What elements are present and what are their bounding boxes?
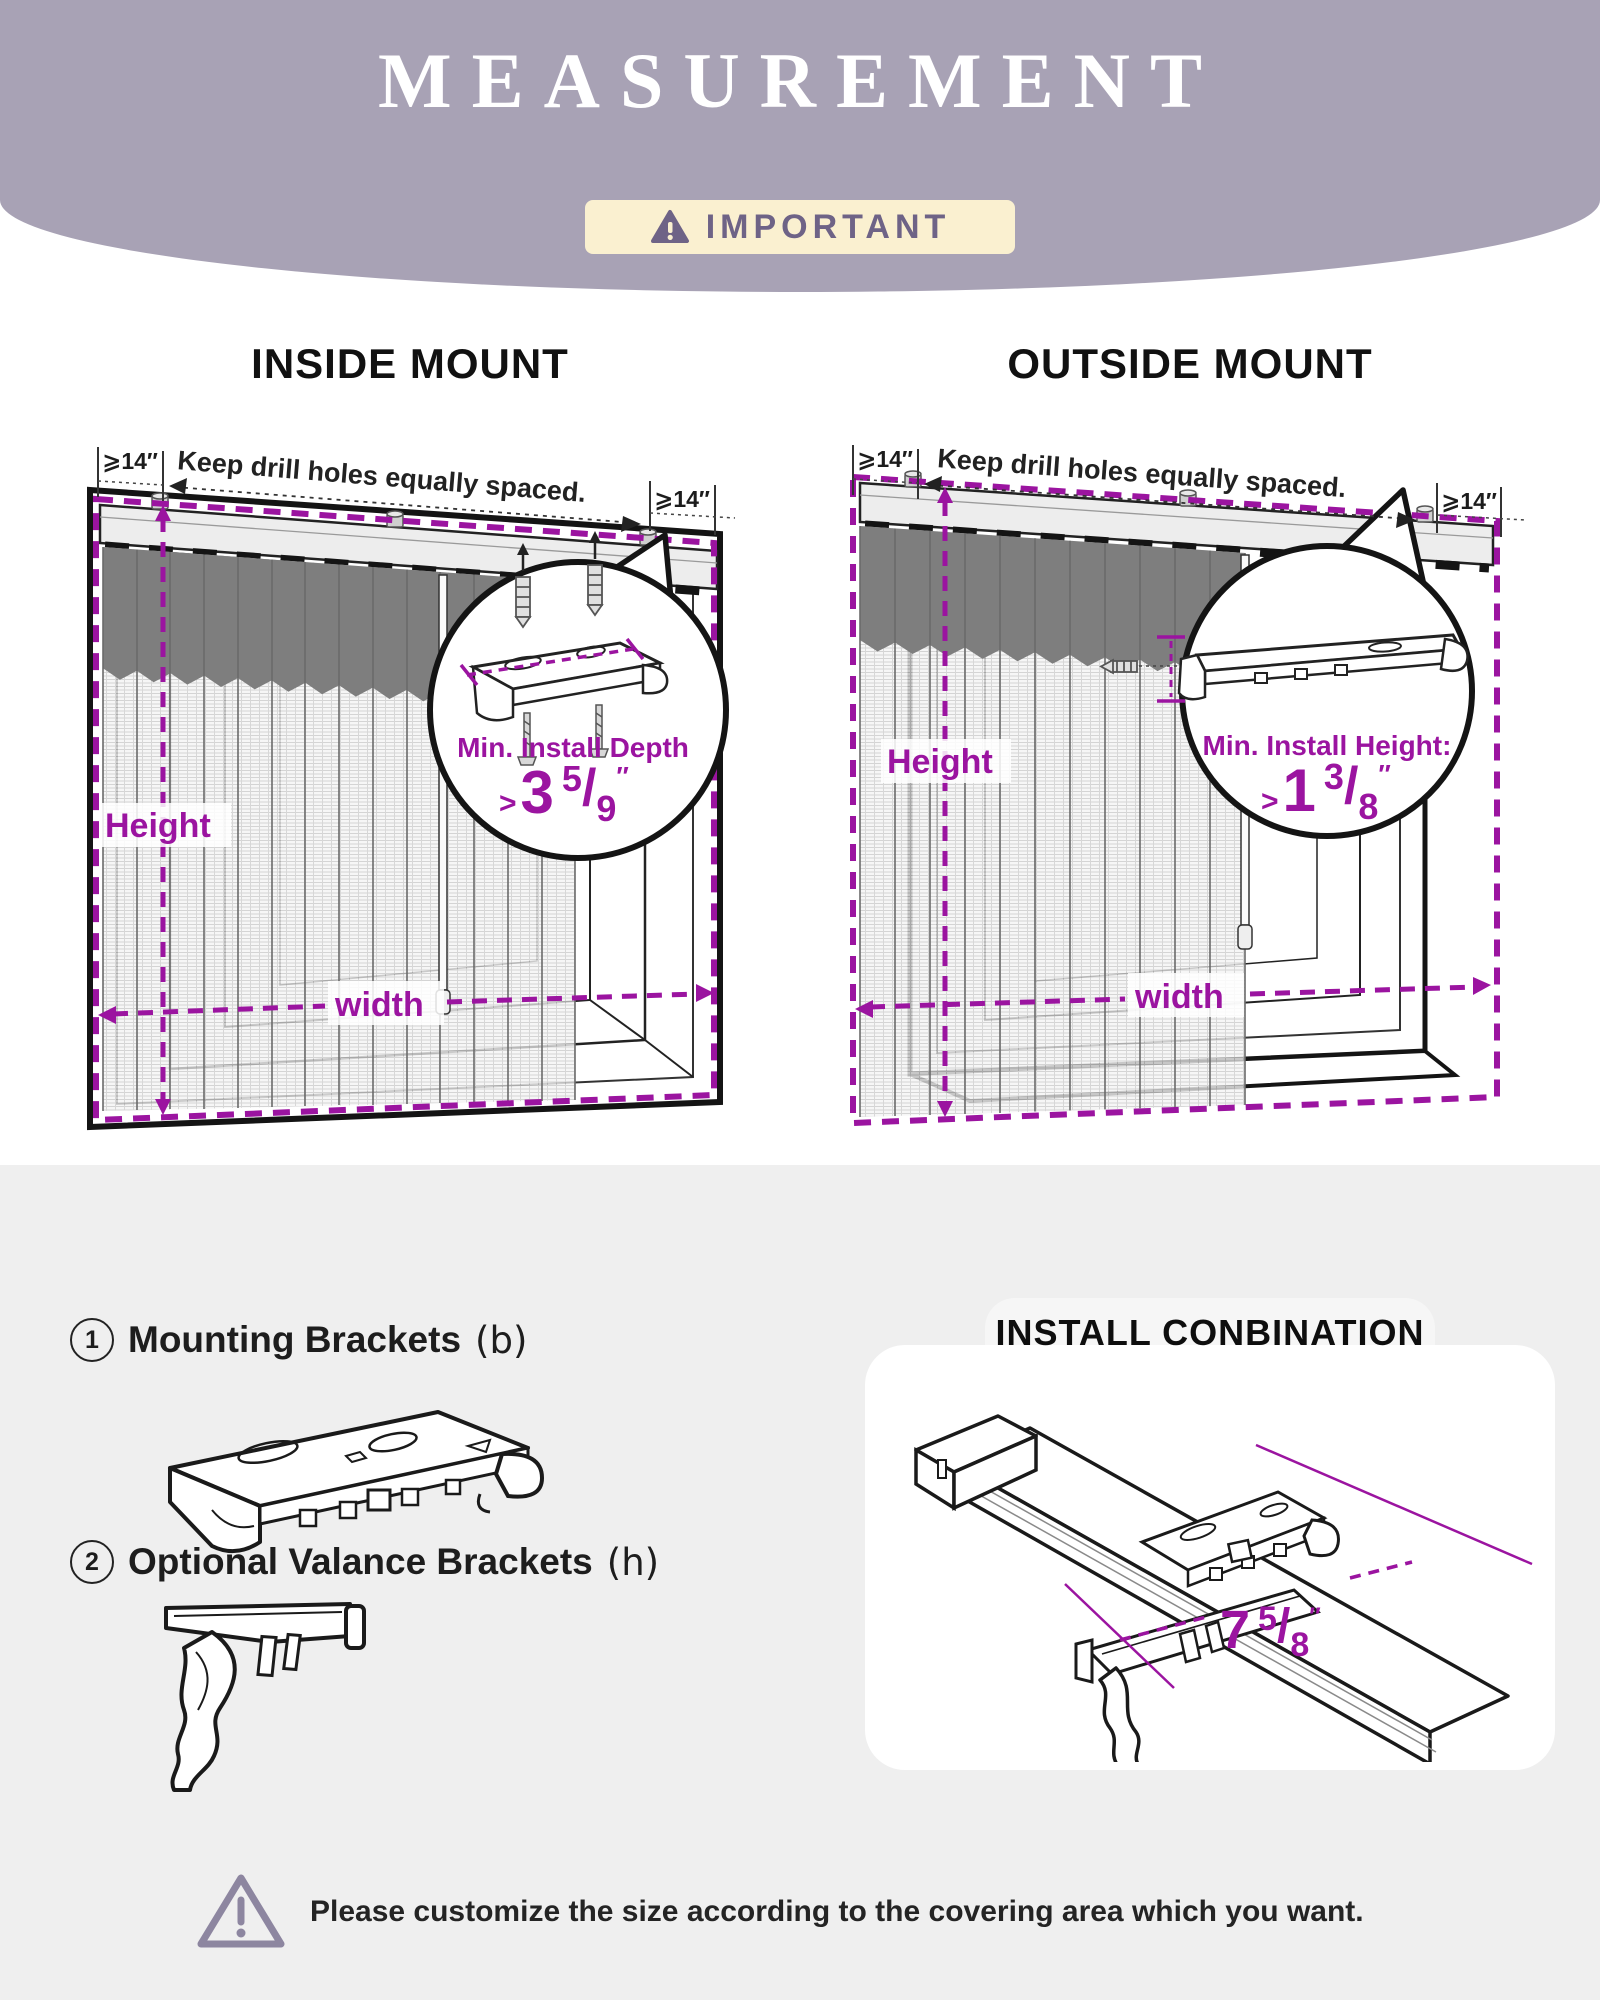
warning-triangle-icon [650,210,689,243]
inside-height-line: Height [101,505,231,1115]
inside-mount-diagram: Height width [87,445,736,1131]
important-badge: IMPORTANT [585,200,1015,254]
part-2-code: (h) [606,1540,660,1584]
screws [516,704,610,766]
install-title: INSTALL CONBINATION [995,1312,1425,1353]
outside-mount-diagram: Height width [850,443,1526,1127]
part-1-heading: 1 Mounting Brackets (b) [70,1318,527,1362]
outside-callout-caption: Min. Install Height: [1203,730,1452,761]
mounting-bracket-side-illustration [1099,633,1469,703]
part-1-label: Mounting Brackets [128,1319,462,1360]
inside-measure-rect [93,495,717,1124]
outside-width-line: width [855,973,1491,1018]
combination-mounting-bracket [1138,1490,1340,1588]
inside-callout-caption: Min. Install Depth [457,732,689,763]
inside-width-label: width [334,986,424,1024]
inside-mount-title: INSIDE MOUNT [251,340,569,387]
part-2-label: Optional Valance Brackets [128,1541,593,1582]
inside-gap-left: ⩾14″ [102,448,158,474]
footer-note: Please customize the size according to t… [310,1895,1364,1928]
mounting-bracket-illustration [459,637,669,722]
wall-anchors [514,531,604,629]
inside-height-label: Height [105,807,211,845]
outside-gap-right: ⩾14″ [1441,488,1497,514]
inside-width-line: width [98,981,714,1025]
mounting-bracket-figure [168,1410,545,1554]
valance-bracket-figure [164,1602,366,1792]
outside-width-label: width [1134,978,1224,1016]
page-title: MEASUREMENT [377,37,1223,124]
part-1-number: 1 [70,1318,114,1362]
part-2-heading: 2 Optional Valance Brackets (h) [70,1540,659,1584]
outside-vanes [859,526,1246,1117]
important-label: IMPORTANT [705,207,951,246]
combination-valance-bracket [1074,1588,1321,1762]
vane-carrier-clips [104,541,716,597]
part-2-number: 2 [70,1540,114,1584]
outside-height-label: Height [887,743,993,781]
outside-measure-rect [850,473,1500,1127]
outside-mount-title: OUTSIDE MOUNT [1007,340,1373,387]
inside-gap-right: ⩾14″ [654,486,710,512]
part-1-code: (b) [475,1318,528,1362]
note-warning-icon [197,1874,285,1948]
outside-gap-left: ⩾14″ [857,446,913,472]
